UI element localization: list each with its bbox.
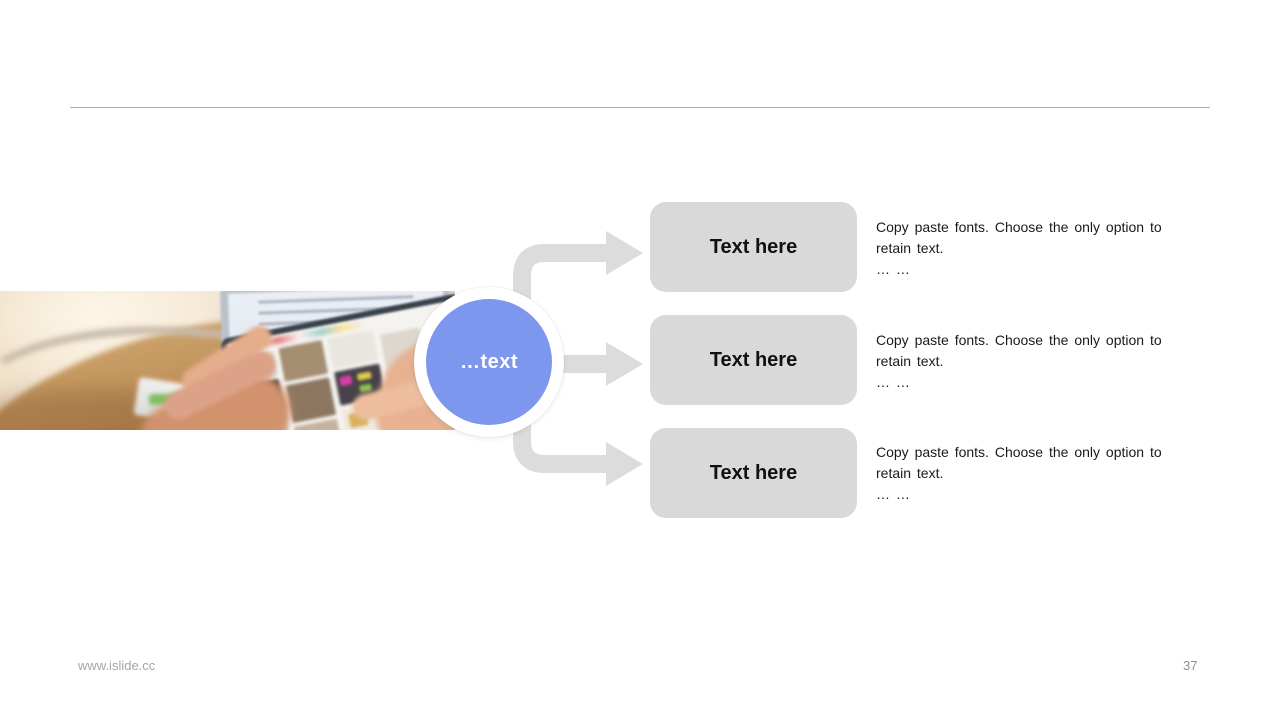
item-title-box: Text here <box>650 315 857 405</box>
item-description-line: retain text. <box>876 465 944 481</box>
item-description: Copy paste fonts. Choose the only option… <box>876 330 1176 393</box>
photo-product-tile <box>327 330 379 369</box>
item-description-line: Copy paste fonts. Choose the only option… <box>876 332 1162 348</box>
item-title-box: Text here <box>650 428 857 518</box>
item-description-line: … … <box>876 374 910 390</box>
item-description-line: … … <box>876 261 910 277</box>
item-title: Text here <box>709 235 798 258</box>
item-title: Text here <box>709 348 798 371</box>
arrowhead-bottom-icon <box>606 442 643 486</box>
item-title-box: Text here <box>650 202 857 292</box>
item-title: Text here <box>709 461 798 484</box>
item-description-line: retain text. <box>876 240 944 256</box>
hub-circle: …text <box>426 299 552 425</box>
item-description-line: retain text. <box>876 353 944 369</box>
header-divider <box>70 107 1210 108</box>
footer-url: www.islide.cc <box>78 658 156 673</box>
arrowhead-top-icon <box>606 231 643 275</box>
item-description-line: Copy paste fonts. Choose the only option… <box>876 219 1162 235</box>
photo-product-tile <box>285 377 337 424</box>
arrowhead-middle-icon <box>606 342 643 386</box>
item-description-line: … … <box>876 486 910 502</box>
photo-hands-tablet <box>0 291 455 430</box>
hub-circle-ring: …text <box>414 287 564 437</box>
hub-label: …text <box>459 350 519 373</box>
item-description-line: Copy paste fonts. Choose the only option… <box>876 444 1162 460</box>
page-number: 37 <box>1183 658 1198 673</box>
item-description: Copy paste fonts. Choose the only option… <box>876 442 1176 505</box>
photo-product-tile <box>278 340 329 382</box>
item-description: Copy paste fonts. Choose the only option… <box>876 217 1176 280</box>
